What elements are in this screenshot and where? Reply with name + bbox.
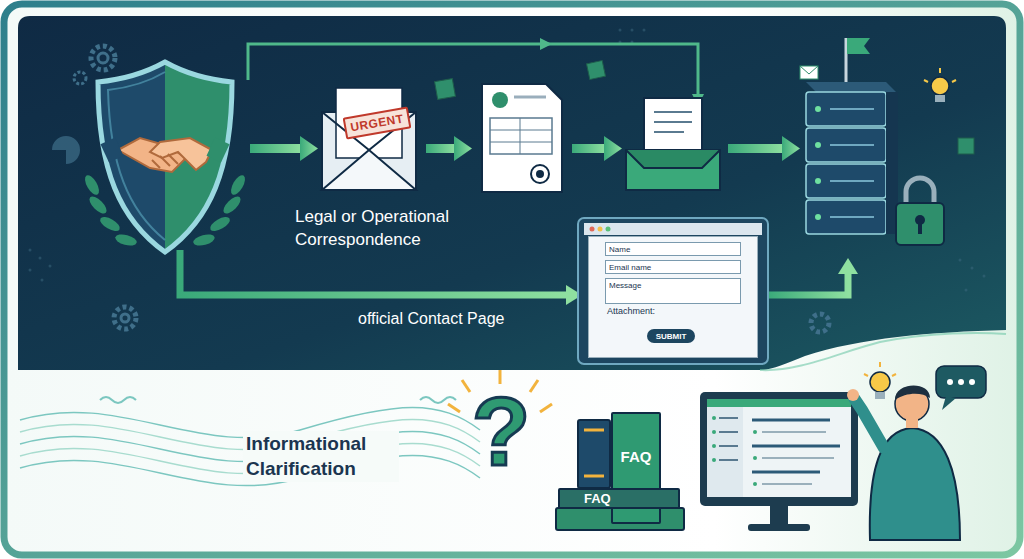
shield (98, 62, 232, 252)
document (482, 84, 562, 192)
contact-form: Attachment: NameEmail nameMessageSUBMIT (588, 236, 758, 358)
browser-window (578, 218, 768, 364)
urgent-stamp: URGENT (343, 106, 412, 139)
faq-book: FAQ (558, 488, 680, 509)
section-label: Informational Clarification (243, 431, 399, 482)
submit-button: SUBMIT (647, 329, 695, 343)
padlock (896, 178, 944, 245)
node-text: FAQ (584, 491, 611, 506)
dark-panel (18, 16, 1006, 370)
route-line (180, 250, 568, 295)
monitor (700, 392, 858, 531)
section-label: Legal or Operational Correspondence (295, 206, 485, 252)
gear-icon (91, 46, 829, 332)
outer-frame (4, 4, 1020, 555)
handshake (101, 138, 230, 172)
name-field: Name (605, 242, 741, 256)
wave-lines (20, 397, 480, 486)
inbox-tray (626, 98, 720, 190)
node-text: Email name (609, 263, 651, 272)
node-text: Name (609, 245, 630, 254)
speech-bubble (936, 366, 986, 410)
node-text: Message (609, 281, 641, 290)
node-text: Attachment: (607, 306, 655, 316)
lightbulb (864, 362, 896, 399)
pie-icon (52, 136, 80, 164)
lightbulb (924, 68, 956, 102)
node-text: URGENT (349, 111, 404, 134)
node-text: FAQ (621, 448, 652, 465)
node-text: SUBMIT (656, 332, 687, 341)
envelope (322, 88, 416, 190)
section-label: official Contact Page (358, 310, 558, 328)
dot-texture (29, 29, 986, 292)
person (847, 385, 960, 540)
server-stack (806, 38, 898, 234)
loop-line (248, 44, 698, 96)
mail-icon (800, 66, 818, 79)
message-field: Message (605, 278, 741, 304)
route-line (768, 272, 848, 295)
email-field: Email name (605, 260, 741, 274)
question-mark: ? (466, 384, 536, 480)
